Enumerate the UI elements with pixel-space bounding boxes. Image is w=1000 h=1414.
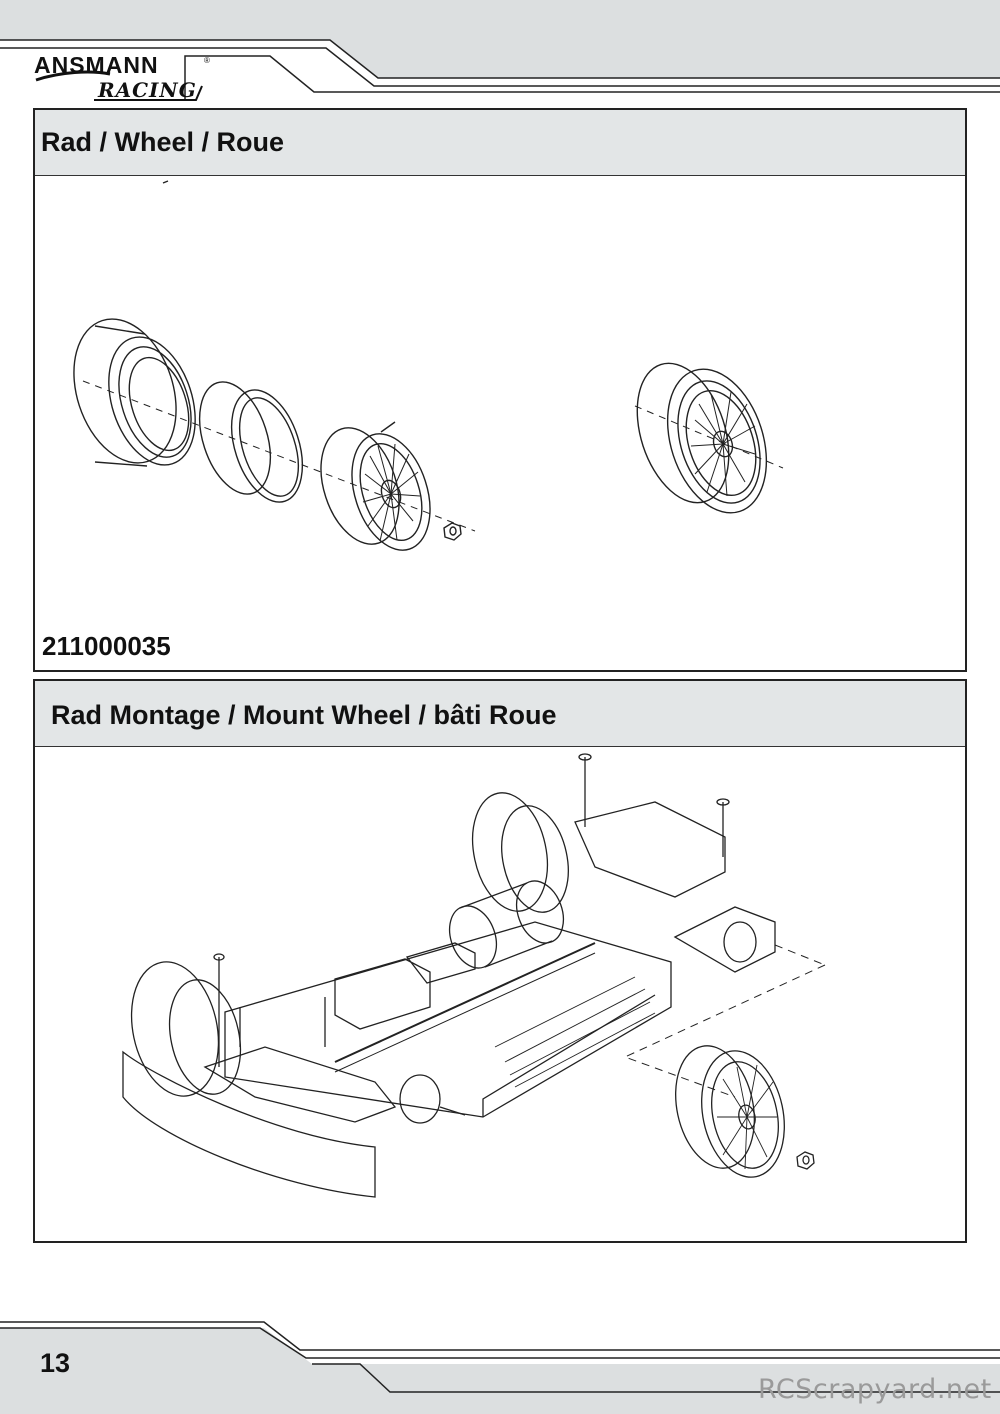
watermark: RCScrapyard.net [758, 1374, 992, 1405]
mount-wheel-section-title: Rad Montage / Mount Wheel / bâti Roue [51, 700, 557, 730]
wheel-section-title: Rad / Wheel / Roue [41, 127, 285, 157]
top-header-band [0, 0, 1000, 100]
brand-logo: ANSMANN ® RACING [0, 0, 260, 110]
wheel-section-header: Rad / Wheel / Roue [35, 110, 965, 176]
brand-script: RACING [98, 78, 197, 102]
mount-wheel-section-header: Rad Montage / Mount Wheel / bâti Roue [35, 681, 965, 747]
chassis-assembly-diagram [122, 753, 826, 1198]
page-number: 13 [40, 1348, 71, 1378]
wheel-section: Rad / Wheel / Roue [33, 108, 967, 672]
registered-mark: ® [204, 56, 210, 65]
part-number: 211000035 [42, 631, 171, 661]
wheel-exploded-diagram [73, 180, 784, 551]
bottom-footer-band [0, 1321, 1000, 1414]
mount-wheel-section: Rad Montage / Mount Wheel / bâti Roue [33, 679, 967, 1243]
logo-swoosh-icon [35, 70, 203, 101]
